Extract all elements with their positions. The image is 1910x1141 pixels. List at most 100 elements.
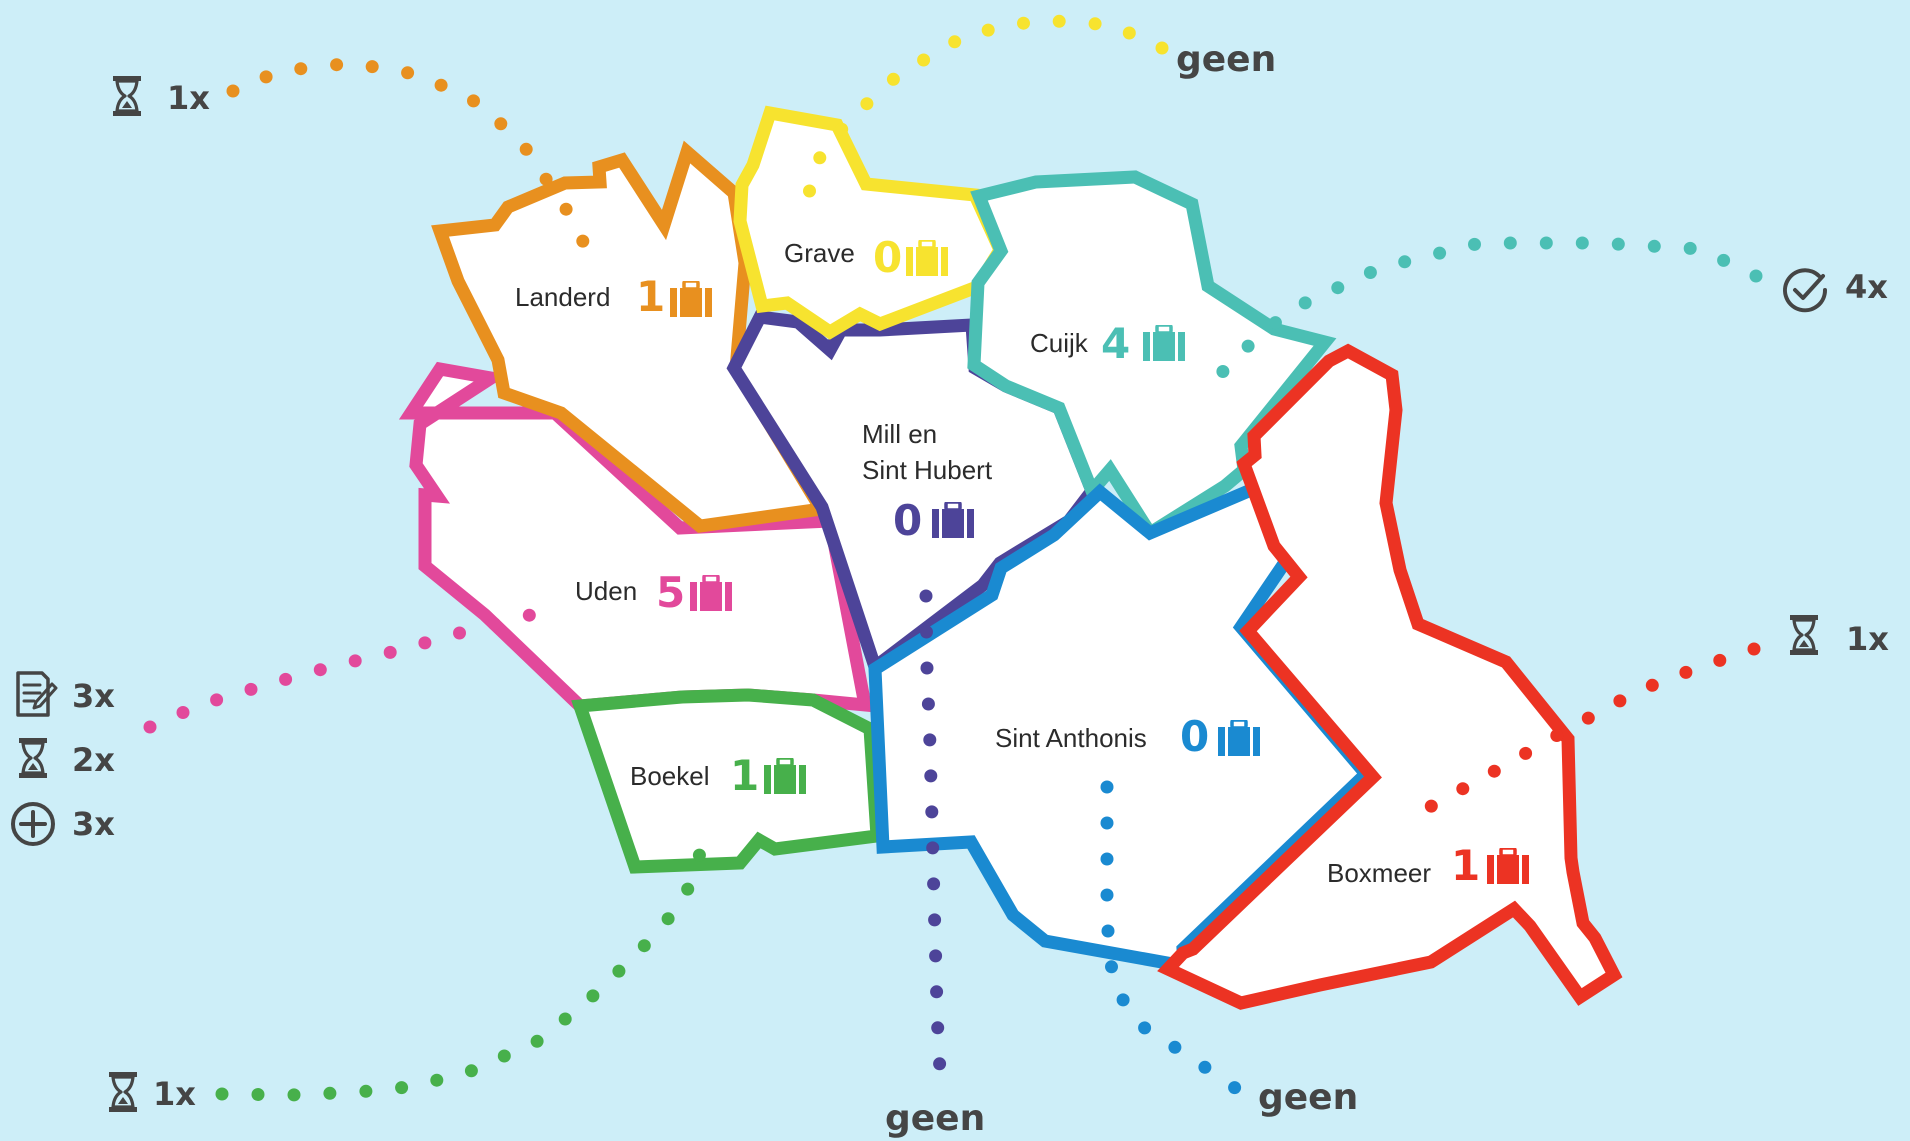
leader-dot — [519, 142, 533, 156]
leader-dot — [323, 1086, 337, 1100]
check-circle-icon — [1783, 268, 1828, 313]
label-sint-anthonis: Sint Anthonis 0 — [995, 712, 1260, 761]
leader-dot — [1155, 41, 1169, 55]
leader-dot — [1679, 665, 1693, 679]
leader-dot — [259, 70, 273, 84]
leader-dot — [1717, 253, 1731, 267]
outside-mill-text: geen — [885, 1098, 985, 1139]
mill-name-line-1: Mill en — [862, 419, 937, 449]
leader-dot — [926, 841, 940, 855]
leader-dot — [886, 72, 900, 86]
leader-dot — [1519, 746, 1533, 760]
document-edit-icon — [16, 671, 58, 717]
leader-dot — [330, 58, 344, 72]
leader-dot — [1456, 782, 1470, 796]
leader-dot — [1105, 960, 1118, 974]
leader-dot — [1433, 246, 1447, 260]
leader-dot — [1088, 17, 1102, 31]
municipality-labels: Landerd 1 Grave 0 Cuijk 4 Mill en Sint H… — [515, 233, 1529, 890]
leader-dot — [860, 97, 874, 111]
leader-dot — [430, 1073, 444, 1087]
leader-dot — [494, 117, 508, 131]
leader-dot — [1216, 365, 1230, 378]
leader-dot — [924, 769, 938, 783]
hourglass-icon — [108, 1072, 138, 1112]
region-uden[interactable] — [398, 361, 874, 713]
outside-uden-text-3: 3x — [72, 805, 115, 843]
sint-anthonis-name: Sint Anthonis — [995, 723, 1147, 753]
dots-boekel — [215, 848, 706, 1102]
leader-dot — [359, 1084, 373, 1098]
label-uden: Uden 5 — [575, 568, 732, 617]
leader-dot — [1503, 236, 1517, 250]
leader-dot — [1198, 1060, 1212, 1074]
region-grave[interactable] — [733, 105, 1008, 340]
uden-name: Uden — [575, 576, 637, 606]
region-boekel[interactable] — [571, 688, 884, 874]
leader-dot — [1122, 26, 1136, 40]
dots-cuijk — [1216, 236, 1763, 378]
leader-dot — [917, 53, 931, 67]
leader-dot — [1575, 236, 1589, 250]
leader-dot — [294, 62, 308, 76]
label-grave: Grave 0 — [784, 233, 948, 282]
leader-dot — [1101, 924, 1115, 938]
leader-dot — [1100, 780, 1114, 794]
leader-dot — [464, 1064, 478, 1078]
hourglass-icon — [18, 738, 48, 778]
leader-dot — [1241, 339, 1255, 353]
outside-uden-text-1: 3x — [72, 677, 115, 715]
leader-dot — [925, 805, 939, 819]
sint-anthonis-count: 0 — [1180, 712, 1209, 761]
outside-cuijk: 4x — [1783, 268, 1888, 313]
leader-dot — [1398, 255, 1412, 269]
leader-dot — [920, 625, 933, 639]
leader-dot — [612, 964, 626, 978]
uden-count: 5 — [656, 568, 685, 617]
dots-grave — [803, 14, 1169, 198]
label-landerd: Landerd 1 — [515, 272, 712, 321]
boxmeer-count: 1 — [1451, 841, 1480, 890]
leader-dot — [1683, 241, 1697, 255]
leader-dot — [1645, 678, 1659, 692]
leader-dot — [1468, 237, 1481, 251]
leader-dot — [395, 1081, 409, 1095]
outside-boxmeer: 1x — [1789, 615, 1889, 658]
leader-dot — [1116, 993, 1130, 1007]
plus-circle-icon — [11, 802, 55, 846]
leader-dot — [215, 1087, 229, 1101]
leader-dot — [681, 882, 695, 896]
outside-labels: 1x geen 4x 1x 3x 2x 3x 1x geen — [11, 39, 1889, 1139]
dots-layer — [143, 14, 1763, 1102]
leader-dot — [348, 654, 362, 668]
leader-dot — [1017, 16, 1030, 30]
leader-dot — [835, 122, 849, 136]
outside-sint-anthonis-text: geen — [1258, 1077, 1358, 1118]
leader-dot — [1268, 316, 1282, 330]
leader-dot — [661, 912, 675, 926]
leader-dot — [1100, 888, 1114, 902]
leader-dot — [576, 234, 590, 248]
leader-dot — [921, 697, 935, 711]
boekel-name: Boekel — [630, 761, 710, 791]
mill-name-line-2: Sint Hubert — [862, 455, 993, 485]
leader-dot — [927, 877, 941, 891]
leader-dot — [210, 693, 224, 707]
outside-landerd-text: 1x — [167, 79, 210, 117]
label-boxmeer: Boxmeer 1 — [1327, 841, 1529, 890]
leader-dot — [1613, 694, 1627, 708]
leader-dot — [530, 1034, 544, 1048]
outside-grave-text: geen — [1176, 39, 1276, 80]
landerd-count: 1 — [636, 272, 665, 321]
leader-dot — [1539, 236, 1553, 250]
leader-dot — [1228, 1081, 1242, 1095]
leader-dot — [1363, 266, 1377, 279]
region-landerd[interactable] — [431, 140, 832, 533]
outside-uden-text-2: 2x — [72, 741, 115, 779]
leader-dot — [692, 848, 706, 862]
hourglass-icon — [1789, 615, 1819, 655]
region-boxmeer[interactable] — [1157, 343, 1623, 1010]
leader-dot — [1138, 1021, 1152, 1035]
leader-dot — [803, 184, 816, 198]
